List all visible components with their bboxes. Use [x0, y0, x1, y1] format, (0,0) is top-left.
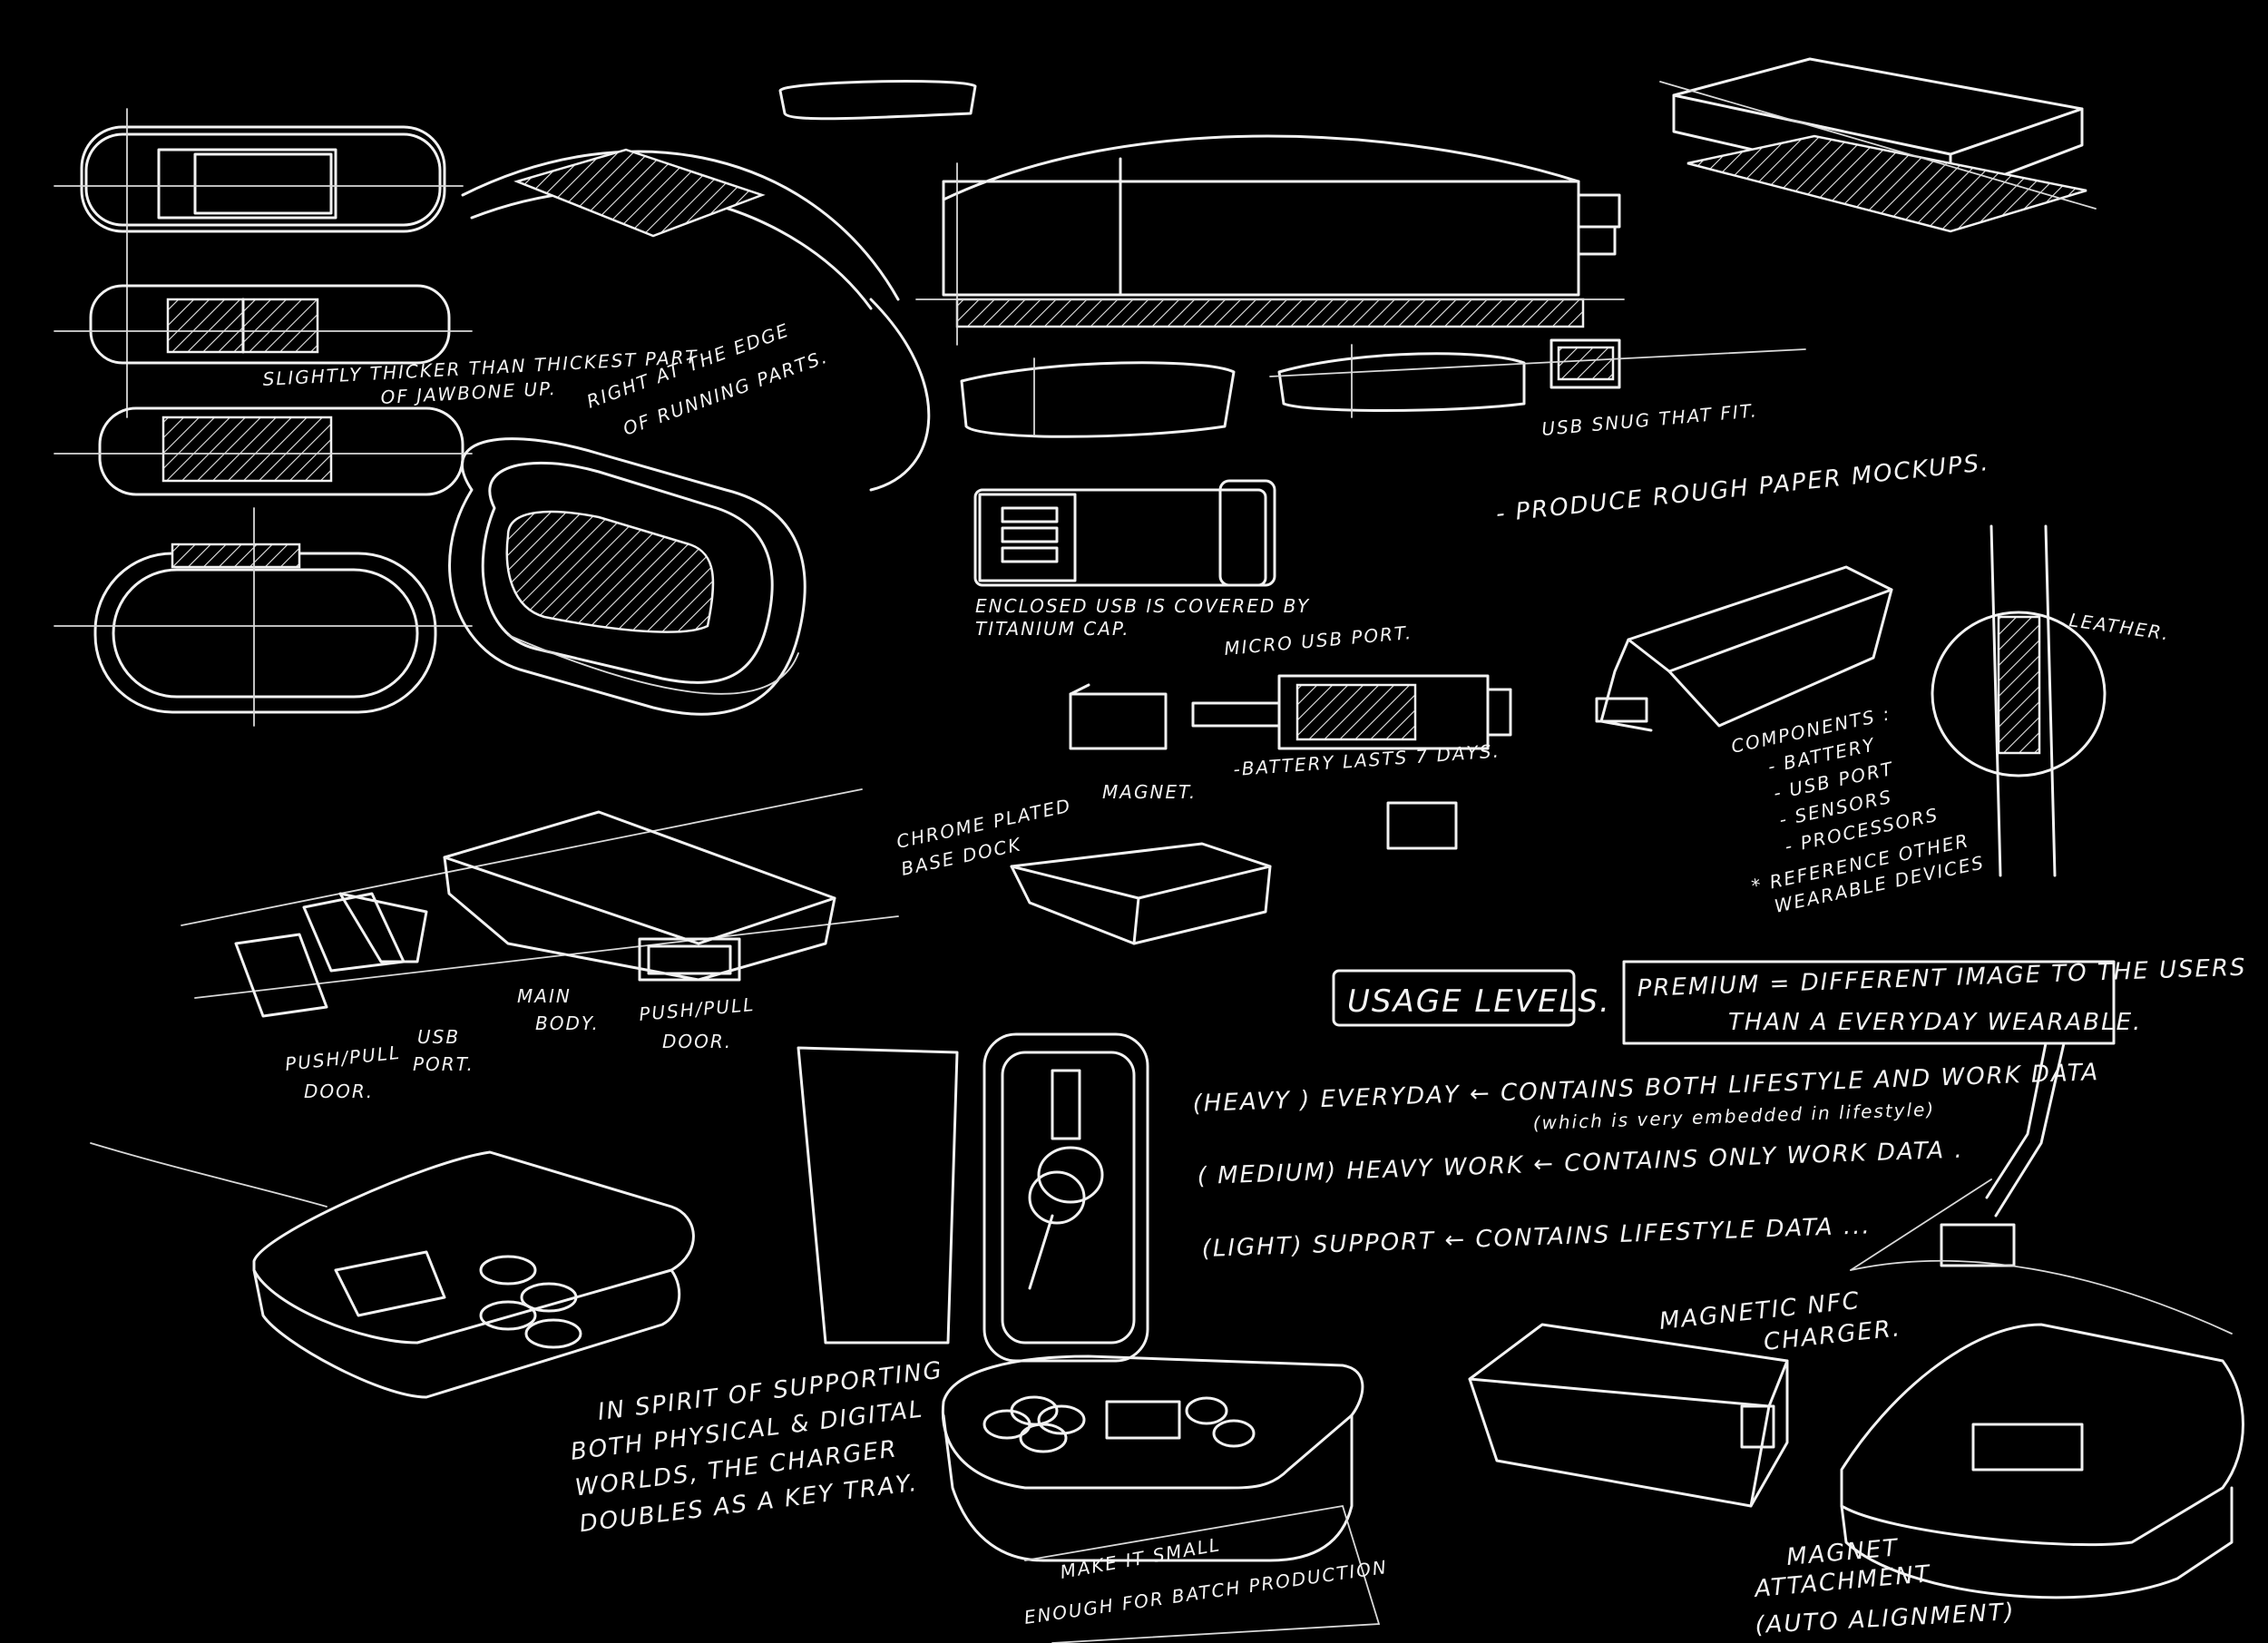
note-magnet-attachment-2: ATTACHMENT: [1752, 1560, 1932, 1603]
premium-box: [1624, 962, 2114, 1270]
device-box-perspective-sketch: [1660, 59, 2096, 231]
usage-light: (LIGHT) SUPPORT ← CONTAINS LIFESTYLE DAT…: [1201, 1212, 1872, 1263]
usage-levels-box: [1334, 971, 1574, 1025]
batch-note: MAKE IT SMALL ENOUGH FOR BATCH PRODUCTIO…: [1022, 1506, 1389, 1643]
band-strap-perspective-sketch: [463, 150, 929, 490]
note-micro-usb: MICRO USB PORT.: [1223, 621, 1413, 660]
band-profile-sketch: [54, 408, 472, 494]
device-short-views-sketch: [962, 340, 1805, 436]
usb-perspective-sketch: [1597, 567, 1892, 730]
key-tray-note: IN SPIRIT OF SUPPORTING BOTH PHYSICAL & …: [569, 1356, 944, 1538]
key-tray-charger-sketch: [91, 1143, 693, 1397]
label-usb-port: USB: [417, 1026, 460, 1048]
usage-levels-title: USAGE LEVELS.: [1347, 983, 1611, 1020]
label-main-body-2: BODY.: [535, 1012, 600, 1034]
magnet-tray-sketch: [1842, 1261, 2244, 1598]
cap-sketch: [780, 82, 975, 119]
label-push-pull-door-b-2: DOOR.: [662, 1031, 732, 1052]
components-list: COMPONENTS : - BATTERY - USB PORT - SENS…: [1729, 702, 1987, 917]
label-push-pull-door-a: PUSH/PULL: [284, 1042, 402, 1075]
usb-exploded-sketch: [1070, 676, 1510, 848]
note-usb-snug: USB SNUG THAT FIT.: [1540, 399, 1758, 440]
note-magnet: MAGNET.: [1102, 781, 1197, 803]
key-case-sketch: [984, 1034, 1148, 1361]
note-mockups: - PRODUCE ROUGH PAPER MOCKUPS.: [1495, 449, 1991, 528]
label-main-body: MAIN: [517, 985, 572, 1007]
device-long-side-view-sketch: [916, 136, 1624, 345]
note-battery: -BATTERY LASTS 7 DAYS.: [1233, 739, 1501, 780]
band-top-view-sketch: [54, 109, 463, 417]
exploded-body-sketch: [181, 789, 898, 1016]
usb-cap-sketch: [975, 481, 1275, 585]
card-outline-sketch: [798, 1048, 957, 1343]
controller-charger-sketch: [943, 1356, 1363, 1560]
note-enclosed: ENCLOSED USB IS COVERED BY: [975, 595, 1310, 617]
note-enclosed-2: TITANIUM CAP.: [975, 618, 1130, 640]
band-side-view-sketch: [54, 286, 472, 363]
usage-medium: ( MEDIUM) HEAVY WORK ← CONTAINS ONLY WOR…: [1197, 1137, 1964, 1190]
band-loop-front-sketch: [54, 508, 472, 726]
label-push-pull-door-a-2: DOOR.: [304, 1081, 374, 1102]
wristband-circle-sketch: [1932, 526, 2105, 875]
note-magnet-attachment-3: (AUTO ALIGNMENT): [1755, 1599, 2017, 1639]
nfc-charger-sketch: [1470, 1325, 1787, 1506]
label-push-pull-door-b: PUSH/PULL: [638, 993, 756, 1025]
base-dock-sketch: [1012, 844, 1270, 944]
band-loop-3d-sketch: [450, 439, 806, 715]
premium-note-2: THAN A EVERYDAY WEARABLE.: [1728, 1009, 2142, 1036]
label-usb-port-2: PORT.: [413, 1053, 474, 1075]
